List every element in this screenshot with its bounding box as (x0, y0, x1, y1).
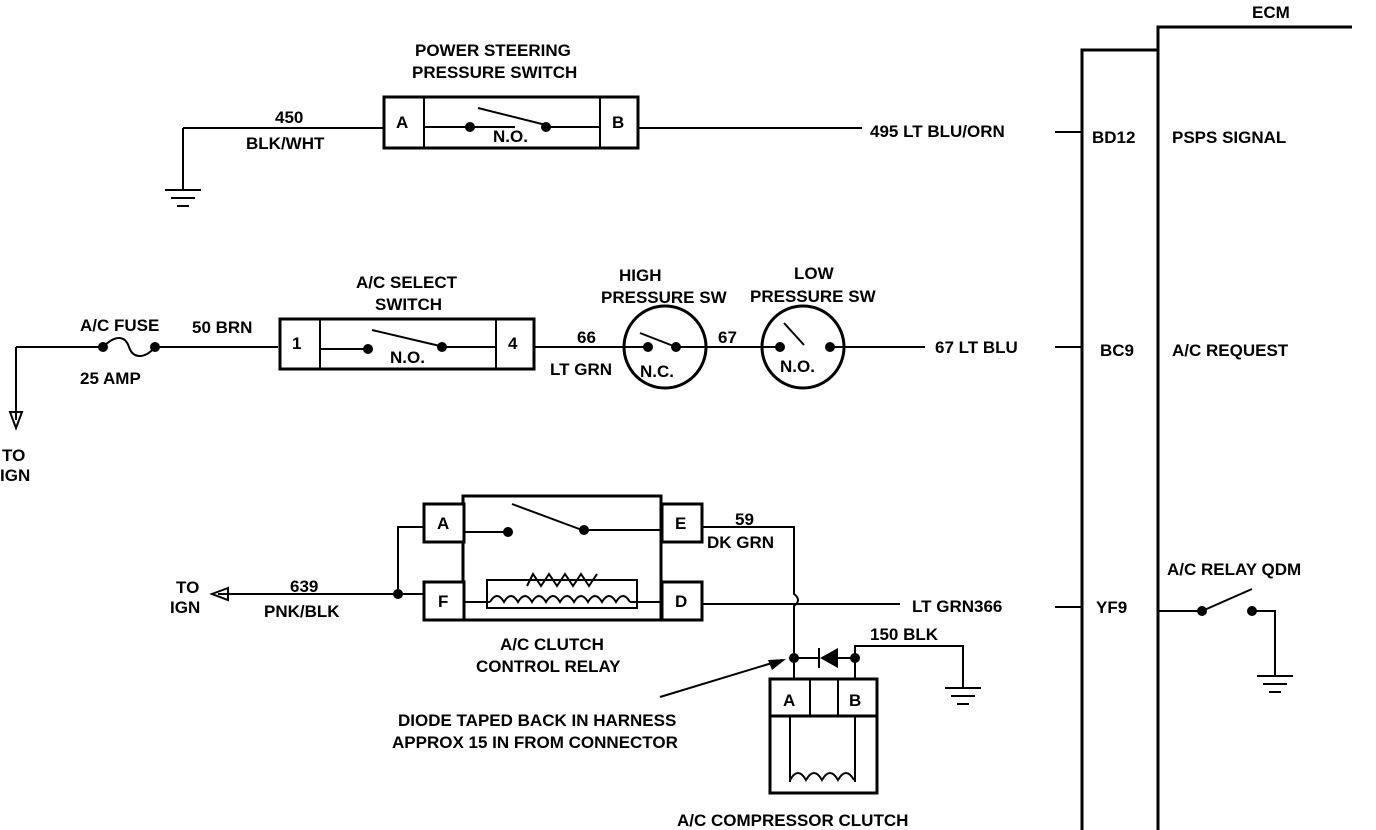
select-term-1: 1 (292, 334, 301, 353)
ecm-module: ECM BD12 PSPS SIGNAL BC9 A/C REQUEST YF9… (1080, 3, 1352, 830)
relay-to-ign-line2: IGN (170, 598, 200, 617)
ecm-qdm-switch (1158, 588, 1276, 676)
high-sw-state: N.C. (640, 362, 674, 381)
ps-term-a: A (396, 113, 408, 132)
select-state: N.O. (390, 348, 425, 367)
clutch-ground-icon (945, 687, 981, 705)
relay-term-e: E (675, 514, 686, 533)
high-sw-title-line2: PRESSURE SW (601, 288, 728, 307)
ecm-pin-bc9: BC9 (1100, 341, 1134, 360)
relay-title-line2: CONTROL RELAY (476, 657, 621, 676)
ps-switch-title-line1: POWER STEERING (415, 41, 571, 60)
diode-note-line1: DIODE TAPED BACK IN HARNESS (398, 711, 676, 730)
relay-term-f: F (438, 592, 448, 611)
high-sw-title-line1: HIGH (619, 266, 662, 285)
ecm-signal-psps: PSPS SIGNAL (1172, 128, 1286, 147)
diode-note-line2: APPROX 15 IN FROM CONNECTOR (392, 733, 678, 752)
wire-366-label: LT GRN366 (912, 597, 1002, 616)
low-sw-title-line1: LOW (794, 264, 835, 283)
ps-wire-450-color: BLK/WHT (246, 134, 325, 153)
low-sw-state: N.O. (780, 357, 815, 376)
low-pressure-switch: N.O. (760, 304, 846, 390)
ac-clutch-control-relay: A F E D (422, 494, 704, 622)
wire-66-color: LT GRN (550, 360, 612, 379)
wire-150-label: 150 BLK (870, 625, 939, 644)
ecm-pin-yf9: YF9 (1096, 598, 1127, 617)
ac-compressor-clutch-connector: A B (768, 677, 879, 795)
ac-select-switch: 1 4 N.O. (278, 317, 536, 371)
clutch-term-a: A (783, 691, 795, 710)
fuse-icon (98, 337, 160, 357)
relay-to-ign-line1: TO (176, 578, 199, 597)
wire-67-lt-blu-label: 67 LT BLU (935, 338, 1018, 357)
wire-59-number: 59 (735, 510, 754, 529)
ps-ground-icon (165, 189, 201, 207)
wire-50-label: 50 BRN (192, 318, 252, 337)
relay-term-d: D (675, 592, 687, 611)
ecm-signal-ac-relay-qdm: A/C RELAY QDM (1167, 560, 1301, 579)
wire-59-color: DK GRN (707, 533, 774, 552)
ps-switch-body: A B N.O. (382, 95, 640, 150)
fuse-to-ign-line2: IGN (0, 466, 30, 485)
low-sw-title-line2: PRESSURE SW (750, 287, 877, 306)
diode-icon (794, 648, 855, 668)
select-switch-title-line1: A/C SELECT (356, 273, 458, 292)
clutch-title: A/C COMPRESSOR CLUTCH (677, 811, 908, 830)
ecm-title: ECM (1252, 3, 1290, 22)
ps-term-b: B (612, 113, 624, 132)
wire-639-number: 639 (290, 577, 318, 596)
relay-title-line1: A/C CLUTCH (500, 635, 604, 654)
fuse-rating: 25 AMP (80, 369, 141, 388)
ps-signal-wire-label: 495 LT BLU/ORN (870, 122, 1005, 141)
wire-67-label: 67 (718, 328, 737, 347)
power-steering-circuit: POWER STEERING PRESSURE SWITCH 450 BLK/W… (165, 41, 1082, 207)
relay-circuit: TO IGN 639 PNK/BLK A F E D (170, 494, 1082, 676)
ecm-signal-ac-request: A/C REQUEST (1172, 341, 1289, 360)
high-pressure-switch: N.C. (622, 304, 708, 390)
select-term-4: 4 (508, 334, 518, 353)
ps-state: N.O. (493, 127, 528, 146)
ps-switch-title-line2: PRESSURE SWITCH (412, 63, 577, 82)
clutch-term-b: B (849, 691, 861, 710)
wire-66-number: 66 (577, 328, 596, 347)
fuse-label: A/C FUSE (80, 316, 159, 335)
compressor-clutch-circuit: 150 BLK A B A/C COMPRESSOR CLUTCH DIODE … (392, 625, 981, 830)
ps-wire-450-number: 450 (275, 108, 303, 127)
ecm-pin-bd12: BD12 (1092, 128, 1135, 147)
ecm-ground-icon (1257, 675, 1293, 693)
fuse-to-ign-line1: TO (2, 446, 25, 465)
select-switch-title-line2: SWITCH (375, 295, 442, 314)
relay-term-a: A (437, 514, 449, 533)
ac-request-circuit: TO IGN A/C FUSE 25 AMP 50 BRN A/C SELECT… (0, 264, 1082, 485)
wire-639-color: PNK/BLK (264, 602, 340, 621)
